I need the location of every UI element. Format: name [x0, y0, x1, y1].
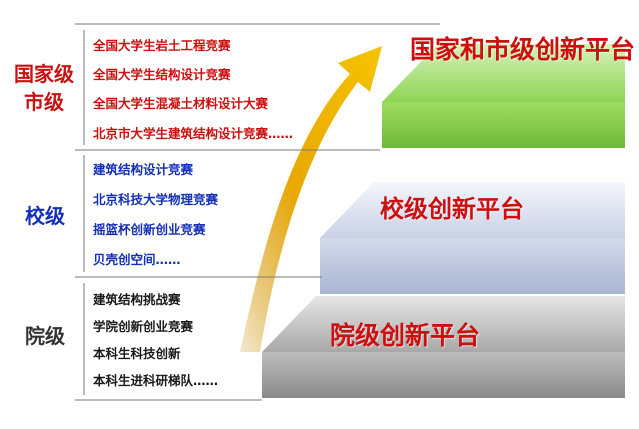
level-label-national-line1: 国家级	[14, 60, 74, 88]
national-item: 北京市大学生建筑结构设计竞赛……	[93, 126, 293, 142]
school-item: 摇篮杯创新创业竞赛	[93, 222, 206, 238]
national-item: 全国大学生结构设计竞赛	[93, 67, 231, 83]
college-item: 本科生科技创新	[93, 346, 181, 362]
college-platform-front	[262, 352, 625, 398]
school-platform-front	[320, 238, 625, 294]
school-platform-title: 校级创新平台	[380, 189, 524, 224]
college-item: 建筑结构挑战赛	[93, 292, 181, 308]
national-item: 全国大学生混凝土材料设计大赛	[93, 96, 268, 112]
level-label-national-line2: 市级	[14, 88, 74, 116]
college-platform-title: 院级创新平台	[330, 316, 480, 352]
school-item: 贝壳创空间……	[93, 252, 181, 268]
national-item: 全国大学生岩土工程竞赛	[93, 38, 231, 54]
college-item: 学院创新创业竞赛	[93, 319, 193, 335]
level-label-school: 校级	[20, 202, 70, 230]
national-platform-title: 国家和市级创新平台	[410, 30, 635, 66]
level-label-national: 国家级 市级	[14, 60, 74, 116]
college-item: 本科生进科研梯队……	[93, 373, 218, 389]
level-label-college: 院级	[20, 322, 70, 350]
school-item: 北京科技大学物理竞赛	[93, 192, 218, 208]
national-platform-front	[382, 102, 625, 148]
school-item: 建筑结构设计竞赛	[93, 162, 193, 178]
